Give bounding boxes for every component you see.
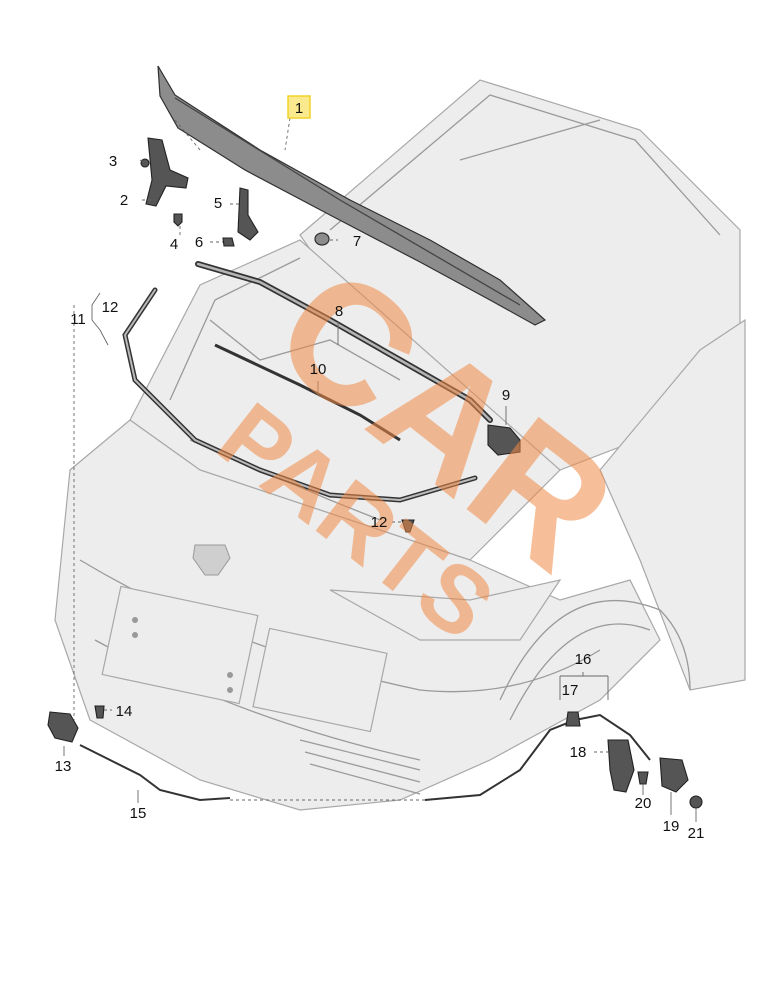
brand-logo-icon — [192, 544, 231, 576]
part-21-nut[interactable] — [689, 795, 703, 809]
part-16-release-cable[interactable] — [424, 713, 651, 801]
callout-17[interactable]: 17 — [562, 682, 579, 699]
part-10-support-rod[interactable] — [214, 343, 401, 442]
callout-6[interactable]: 6 — [195, 234, 203, 251]
callout-10[interactable]: 10 — [310, 361, 327, 378]
callout-4[interactable]: 4 — [170, 236, 178, 253]
callout-2[interactable]: 2 — [120, 192, 128, 209]
callout-12-upper[interactable]: 12 — [102, 299, 119, 316]
callout-20[interactable]: 20 — [635, 795, 652, 812]
callout-19[interactable]: 19 — [663, 818, 680, 835]
callout-8[interactable]: 8 — [335, 303, 343, 320]
part-4-bolt[interactable] — [173, 213, 183, 227]
part-2-hinge[interactable] — [145, 137, 189, 207]
part-18-handle[interactable] — [607, 739, 635, 793]
part-7-bump-stop[interactable] — [314, 232, 330, 246]
callout-18[interactable]: 18 — [570, 744, 587, 761]
callout-1-highlight — [287, 95, 311, 119]
callout-21[interactable]: 21 — [688, 825, 705, 842]
part-14-screw[interactable] — [94, 705, 105, 719]
part-1-hood-panel[interactable] — [157, 65, 547, 326]
part-20-screw[interactable] — [637, 771, 649, 785]
callout-16[interactable]: 16 — [575, 651, 592, 668]
callout-9[interactable]: 9 — [502, 387, 510, 404]
callout-7[interactable]: 7 — [353, 233, 361, 250]
car-body — [54, 79, 746, 811]
part-17-clip[interactable] — [565, 711, 581, 727]
callout-3[interactable]: 3 — [109, 153, 117, 170]
part-13-lock[interactable] — [47, 711, 79, 743]
callout-12-lower[interactable]: 12 — [371, 514, 388, 531]
callout-labels: 1 2 3 4 5 6 7 8 9 10 11 12 12 13 14 15 1… — [55, 95, 705, 842]
part-5-hinge[interactable] — [237, 187, 259, 241]
callout-1[interactable]: 1 — [295, 100, 303, 117]
part-6-bolt[interactable] — [222, 237, 235, 247]
callout-11[interactable]: 11 — [70, 311, 86, 328]
part-15-cable[interactable] — [79, 744, 231, 802]
callout-13[interactable]: 13 — [55, 758, 72, 775]
part-12-clip[interactable] — [401, 519, 415, 533]
callout-15[interactable]: 15 — [130, 805, 147, 822]
part-9-latch[interactable] — [487, 424, 521, 456]
callout-14[interactable]: 14 — [116, 703, 133, 720]
part-3-bolt[interactable] — [140, 158, 150, 168]
part-19-lever[interactable] — [659, 757, 689, 793]
leader-lines — [63, 117, 697, 822]
callout-5[interactable]: 5 — [214, 195, 222, 212]
